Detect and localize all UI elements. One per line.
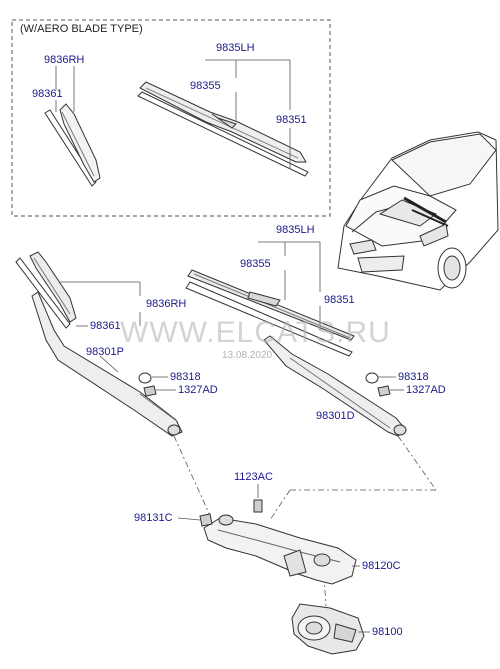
car-illustration: [337, 131, 499, 291]
label-nut-right: 1327AD: [406, 384, 446, 396]
label-linkage: 98120C: [362, 560, 401, 572]
cap-nut-leaders: [152, 376, 404, 391]
label-lh-sub2: 98351: [324, 294, 355, 306]
arm-p-drawing: [31, 291, 183, 437]
lh-leaders: [258, 241, 321, 330]
motor-drawing: [291, 603, 365, 655]
label-cap-left: 98318: [170, 371, 201, 383]
aero-inset-frame: [11, 19, 331, 217]
linkage-leaders: [177, 484, 360, 567]
cap-nut-left: [138, 372, 157, 397]
bolts-drawing: [199, 499, 263, 527]
label-motor: 98100: [372, 626, 403, 638]
label-aero-lh: 9835LH: [216, 42, 255, 54]
install-lines: [173, 435, 437, 607]
aero-lh-leaders: [205, 59, 291, 168]
arm-d-drawing: [263, 335, 407, 437]
arm-p-leaders: [99, 355, 119, 373]
label-aero-rh-sub: 98361: [32, 88, 63, 100]
linkage-drawing: [203, 514, 357, 585]
blade-lh-drawing: [185, 269, 355, 357]
cap-nut-right: [365, 372, 391, 397]
label-bolt: 1123AC: [234, 471, 273, 483]
watermark-date: 13.08.2020: [222, 350, 273, 361]
watermark-site: WWW.ELCATS.RU: [120, 316, 391, 349]
label-cap-right: 98318: [398, 371, 429, 383]
rh-leaders: [60, 281, 141, 327]
label-aero-rh: 9836RH: [44, 54, 85, 66]
label-arm-p: 98301P: [86, 346, 124, 358]
blade-rh-drawing: [15, 251, 77, 329]
label-lh: 9835LH: [276, 224, 315, 236]
label-nut-left: 1327AD: [178, 384, 218, 396]
label-aero-lh-sub2: 98351: [276, 114, 307, 126]
inset-title: (W/AERO BLADE TYPE): [20, 23, 143, 35]
label-arm-d: 98301D: [316, 410, 355, 422]
label-lh-sub1: 98355: [240, 258, 271, 270]
label-rh-sub: 98361: [90, 320, 121, 332]
label-bolt2: 98131C: [134, 512, 173, 524]
aero-blade-rh-drawing: [44, 103, 101, 187]
label-rh: 9836RH: [146, 298, 187, 310]
aero-blade-lh-drawing: [137, 81, 309, 177]
label-aero-lh-sub1: 98355: [190, 80, 221, 92]
aero-rh-leaders: [55, 66, 75, 112]
